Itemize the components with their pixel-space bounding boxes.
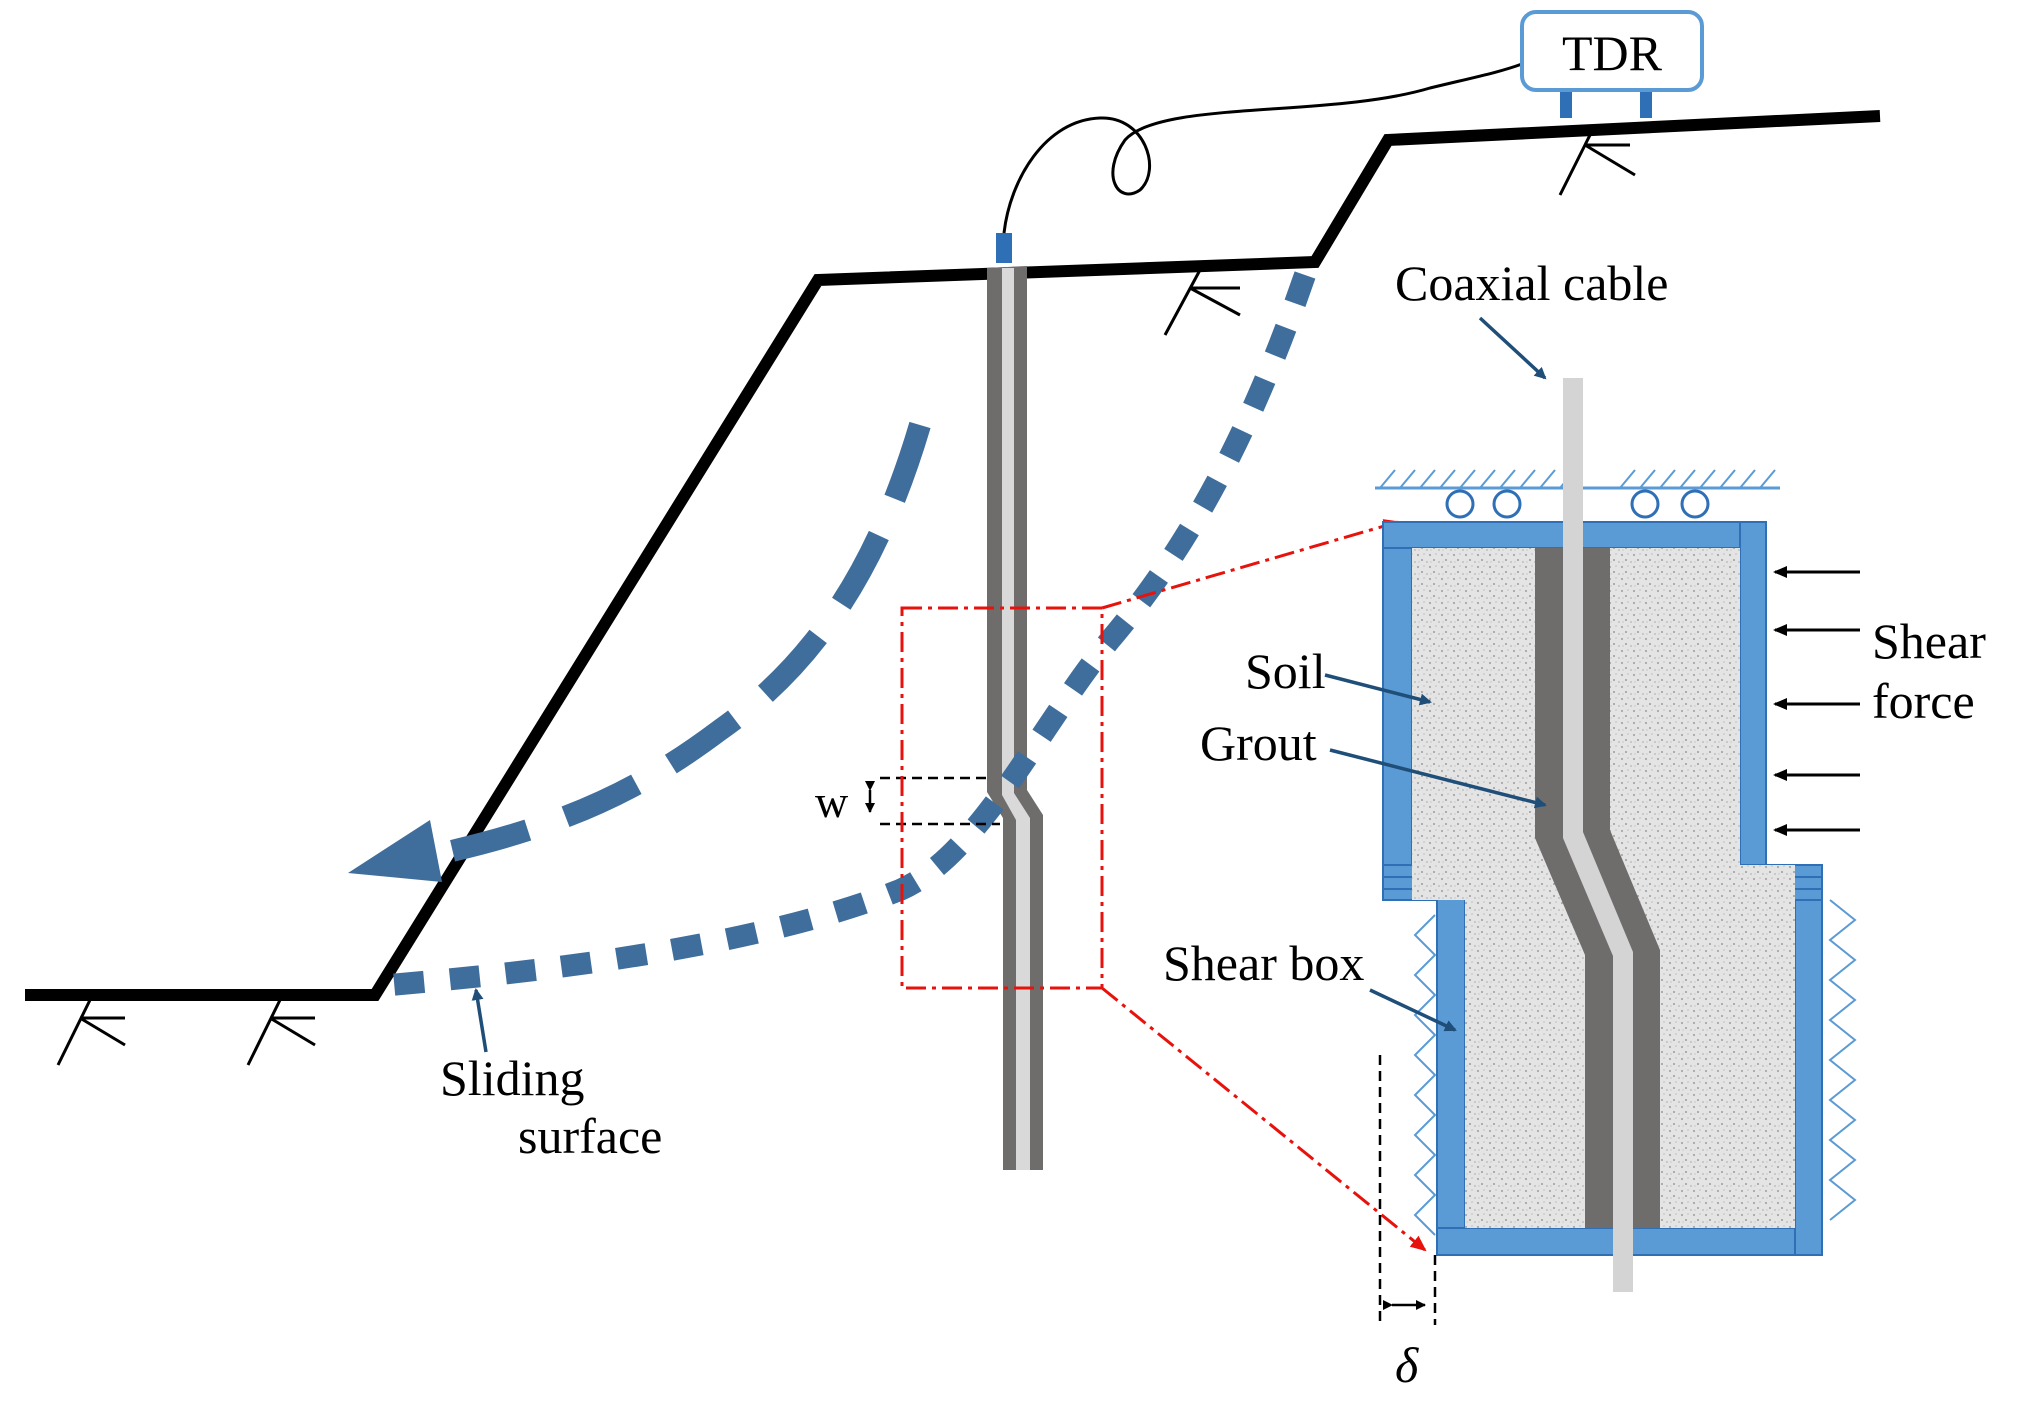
tdr-box bbox=[1520, 10, 1704, 92]
sliding-surface-inner bbox=[407, 421, 931, 871]
roller bbox=[1630, 489, 1660, 519]
shear-box-wall bbox=[1794, 894, 1823, 1256]
shear-box-cable bbox=[1563, 378, 1633, 1292]
ground-hatch-symbol bbox=[56, 999, 126, 1066]
sliding-pointer bbox=[471, 988, 488, 1053]
borehole-grout bbox=[987, 266, 1043, 1170]
shear-box-side-hatch bbox=[1413, 899, 1857, 1236]
soil-label: Soil bbox=[1245, 643, 1326, 699]
ground-profile-line bbox=[25, 110, 1881, 1001]
cable-connector bbox=[996, 233, 1012, 263]
detail-zoom-line-top bbox=[1101, 519, 1400, 610]
tdr-leg bbox=[1640, 88, 1652, 118]
sliding-surface-label-line1: Sliding bbox=[440, 1050, 584, 1106]
borehole-cable bbox=[1002, 268, 1030, 1170]
grout-pointer bbox=[1329, 748, 1547, 809]
sliding-surface-outer bbox=[389, 271, 1316, 996]
detail-window bbox=[900, 519, 1427, 1252]
deformation-width-marker: w bbox=[815, 776, 1000, 827]
sliding-surface-label-line2: surface bbox=[518, 1108, 662, 1164]
label-pointers bbox=[471, 316, 1547, 1053]
roller bbox=[1680, 489, 1710, 519]
shear-box-wall bbox=[1739, 521, 1767, 866]
ground-hatch-symbol bbox=[1163, 269, 1241, 336]
detail-window-rect bbox=[900, 606, 1104, 990]
detail-zoom-line-bottom bbox=[1101, 986, 1427, 1252]
roller bbox=[1445, 489, 1475, 519]
cable-pointer bbox=[1478, 316, 1547, 380]
coaxial-cable-wire bbox=[1002, 62, 1523, 234]
borehole bbox=[987, 233, 1043, 1170]
tdr-leg bbox=[1560, 88, 1572, 118]
ground-hatch-symbol bbox=[246, 999, 316, 1066]
shear-box-top-ground bbox=[1375, 469, 1780, 519]
roller bbox=[1492, 489, 1522, 519]
shear-force-label-line2: force bbox=[1872, 673, 1975, 729]
tdr-label: TDR bbox=[1562, 25, 1663, 81]
shear-force-label-line1: Shear bbox=[1872, 613, 1986, 669]
coaxial-cable-label: Coaxial cable bbox=[1395, 255, 1669, 311]
sliding-direction-arrowhead bbox=[348, 820, 442, 882]
grout-label: Grout bbox=[1200, 715, 1317, 771]
shear-box-pointer bbox=[1369, 988, 1457, 1032]
ground-hatch-symbols bbox=[56, 124, 1636, 1066]
shear-force-arrows bbox=[1773, 566, 1860, 836]
displacement-label: δ bbox=[1395, 1337, 1419, 1393]
width-label: w bbox=[815, 776, 849, 827]
ground-hatch-symbol bbox=[1558, 124, 1636, 196]
shear-box-label: Shear box bbox=[1163, 935, 1364, 991]
soil-pointer bbox=[1324, 673, 1432, 706]
shear-box-wall bbox=[1436, 894, 1466, 1256]
displacement-marker: δ bbox=[1378, 1055, 1437, 1393]
tdr-device: TDR bbox=[1520, 10, 1704, 118]
